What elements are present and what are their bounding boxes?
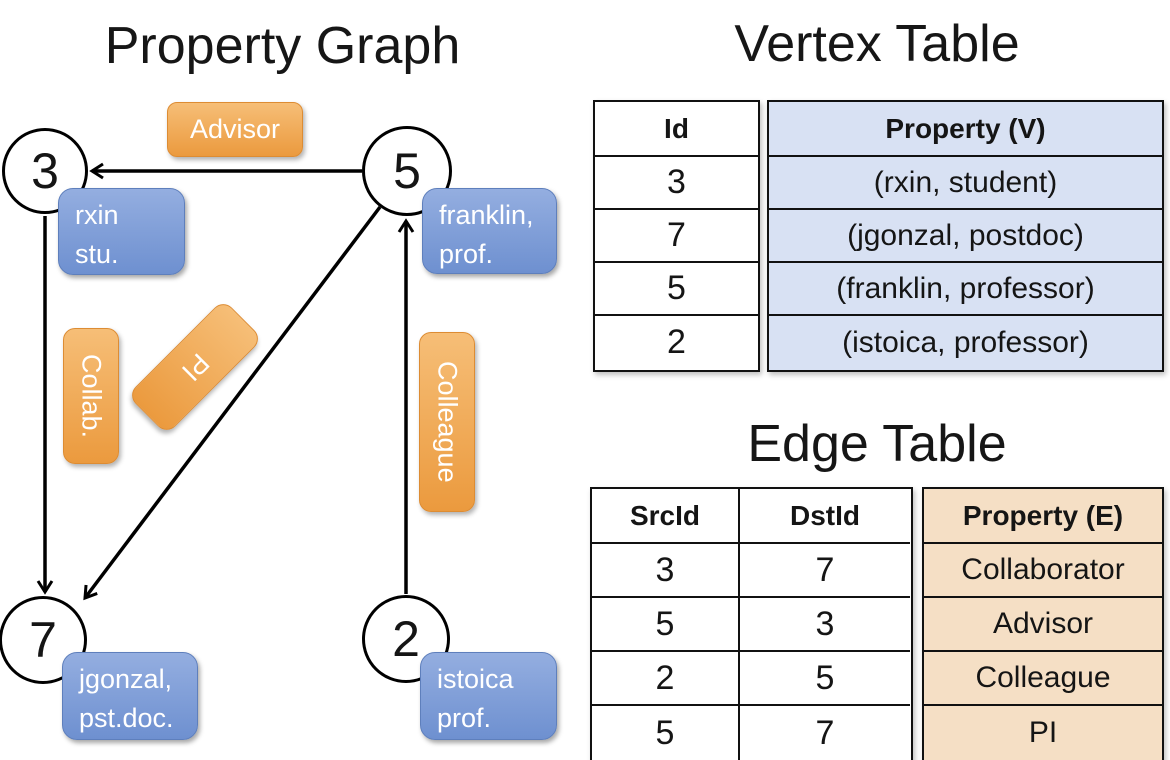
- edge-label-collab: Collab.: [63, 328, 119, 464]
- vertex-table-header-property: Property (V): [769, 102, 1162, 157]
- edge-dstid-cell: 5: [740, 652, 910, 706]
- edge-srcid-cell: 2: [592, 652, 740, 706]
- node-id-label: 5: [393, 143, 421, 199]
- edge-property-cell: PI: [924, 706, 1162, 760]
- edge-table-header-property: Property (E): [924, 489, 1162, 544]
- property-graph-title: Property Graph: [104, 17, 461, 75]
- edge-dstid-cell: 7: [740, 544, 910, 598]
- edge-label-colleague: Colleague: [419, 332, 475, 512]
- edge-property-cell: Advisor: [924, 598, 1162, 652]
- edge-label-advisor: Advisor: [167, 102, 303, 157]
- vertex-property-cell: (rxin, student): [769, 157, 1162, 210]
- edge-table-header-srcid: SrcId: [592, 489, 740, 544]
- edge-table-header-dstid: DstId: [740, 489, 910, 544]
- node-id-label: 2: [392, 611, 420, 667]
- vertex-table-id-column: Id 3 7 5 2: [593, 100, 760, 372]
- edge-dstid-cell: 7: [815, 713, 835, 752]
- edge-srcid-cell: 5: [592, 598, 740, 652]
- node-id-label: 3: [31, 143, 59, 199]
- node-id-label: 7: [29, 612, 57, 668]
- edge-srcid-cell: 5: [592, 706, 740, 760]
- vertex-id-cell: 7: [595, 210, 758, 263]
- vertex-property-box-jgonzal: jgonzal, pst.doc.: [62, 652, 198, 740]
- vertex-table-property-column: Property (V) (rxin, student) (jgonzal, p…: [767, 100, 1164, 372]
- edge-table-title: Edge Table: [747, 415, 1007, 473]
- vertex-property-box-rxin: rxin stu.: [58, 188, 185, 275]
- vertex-property-cell: (franklin, professor): [769, 263, 1162, 316]
- edge-property-cell: Collaborator: [924, 544, 1162, 598]
- vertex-id-cell: 2: [667, 323, 686, 361]
- edge-dstid-cell: 3: [740, 598, 910, 652]
- graph-node-3: 3: [2, 128, 88, 214]
- vertex-property-cell: (istoica, professor): [769, 316, 1162, 369]
- edge-table-property-column: Property (E) Collaborator Advisor Collea…: [922, 487, 1164, 760]
- vertex-table-header-id: Id: [595, 102, 758, 157]
- edge-table-id-columns: SrcId DstId 3 7 5 3 2 5 5 7: [590, 487, 913, 760]
- edge-label-pi: PI: [127, 299, 263, 435]
- vertex-id-cell: 3: [595, 157, 758, 210]
- graph-node-5: 5: [362, 126, 452, 216]
- vertex-id-cell: 5: [595, 263, 758, 316]
- vertex-table-title: Vertex Table: [734, 15, 1020, 73]
- vertex-property-box-istoica: istoica prof.: [420, 652, 557, 740]
- vertex-property-cell: (jgonzal, postdoc): [769, 210, 1162, 263]
- vertex-property-box-franklin: franklin, prof.: [422, 188, 557, 274]
- edge-srcid-cell: 3: [592, 544, 740, 598]
- edge-property-cell: Colleague: [924, 652, 1162, 706]
